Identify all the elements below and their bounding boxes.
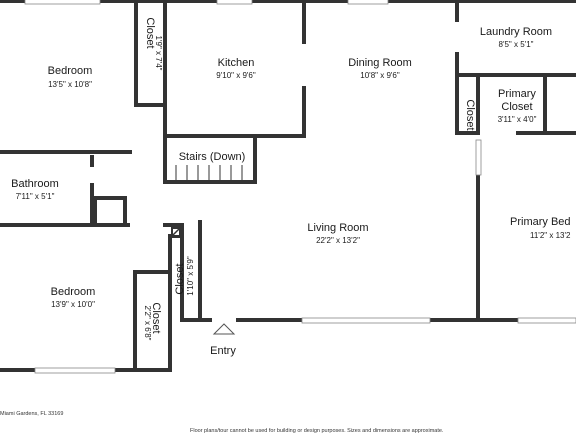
kitchen-name: Kitchen — [218, 57, 255, 69]
closet-hatch — [171, 227, 181, 237]
footer-disclaimer: Floor plans/tour cannot be used for buil… — [190, 428, 444, 434]
stairs-lines — [175, 165, 243, 182]
entry-arrow-icon — [212, 323, 236, 335]
primary-closet-name-2: Closet — [501, 101, 532, 113]
closet-bottom-name: Closet — [150, 302, 162, 333]
closet-small-name: Closet — [464, 99, 476, 130]
bedroom-top-name: Bedroom — [48, 65, 93, 77]
footer-address: Miami Gardens, FL 33169 — [0, 411, 64, 417]
closet-top-name: Closet — [144, 17, 156, 48]
bedroom-bottom-dims: 13'9" x 10'0" — [51, 300, 95, 309]
closet-mid-dims: 1'10" x 5'9" — [186, 256, 195, 296]
primary-bed-dims: 11'2" x 13'2 — [530, 231, 571, 240]
bedroom-top-dims: 13'5" x 10'8" — [48, 80, 92, 89]
stairs-name: Stairs (Down) — [179, 151, 246, 163]
laundry-name: Laundry Room — [480, 26, 552, 38]
bathroom-dims: 7'11" x 5'1" — [16, 192, 55, 201]
closet-mid-name: Closet — [174, 263, 186, 294]
dining-dims: 10'8" x 9'6" — [360, 71, 400, 80]
bedroom-bottom-name: Bedroom — [51, 286, 96, 298]
kitchen-dims: 9'10" x 9'6" — [216, 71, 256, 80]
dining-name: Dining Room — [348, 57, 412, 69]
laundry-dims: 8'5" x 5'1" — [499, 40, 534, 49]
primary-closet-dims: 3'11" x 4'0" — [498, 115, 537, 124]
closet-top-dims: 1'9" x 7'4" — [154, 36, 163, 71]
primary-closet-name-1: Primary — [498, 88, 536, 100]
living-dims: 22'2" x 13'2" — [316, 236, 360, 245]
closet-bottom-dims: 2'2" x 6'8" — [143, 306, 152, 341]
walls — [0, 0, 576, 372]
bathroom-name: Bathroom — [11, 178, 59, 190]
primary-bed-name: Primary Bed — [510, 216, 571, 228]
entry-label: Entry — [210, 345, 236, 357]
windows — [24, 0, 576, 374]
living-name: Living Room — [307, 222, 368, 234]
